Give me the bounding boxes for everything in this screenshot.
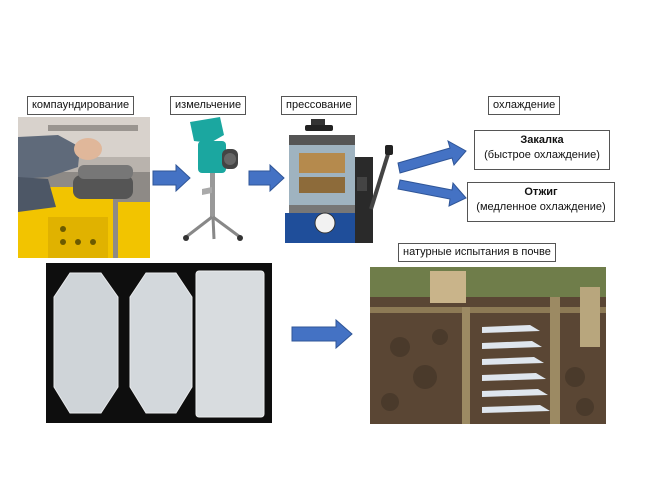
arrow-to-anneal: [397, 179, 467, 207]
field-test-photo: [370, 267, 606, 424]
quench-title: Закалка: [520, 134, 564, 146]
label-cooling: охлаждение: [488, 96, 561, 115]
anneal-title: Отжиг: [524, 186, 558, 198]
arrow-grinding-to-pressing: [248, 163, 285, 193]
label-compounding: компаундирование: [27, 96, 135, 115]
anneal-subtitle: (медленное охлаждение): [476, 201, 606, 213]
quench-subtitle: (быстрое охлаждение): [484, 149, 600, 161]
anneal-box: Отжиг (медленное охлаждение): [467, 182, 615, 222]
specimens-photo: [46, 263, 272, 423]
compounding-machine-photo: [18, 117, 150, 258]
grinder-photo: [180, 117, 250, 242]
label-field-test: натурные испытания в почве: [398, 243, 556, 262]
arrow-to-quench: [397, 139, 467, 174]
quench-box: Закалка (быстрое охлаждение): [474, 130, 610, 170]
arrow-specimens-to-field: [291, 318, 353, 350]
label-grinding: измельчение: [170, 96, 247, 115]
press-photo: [285, 117, 393, 245]
label-pressing: прессование: [281, 96, 357, 115]
